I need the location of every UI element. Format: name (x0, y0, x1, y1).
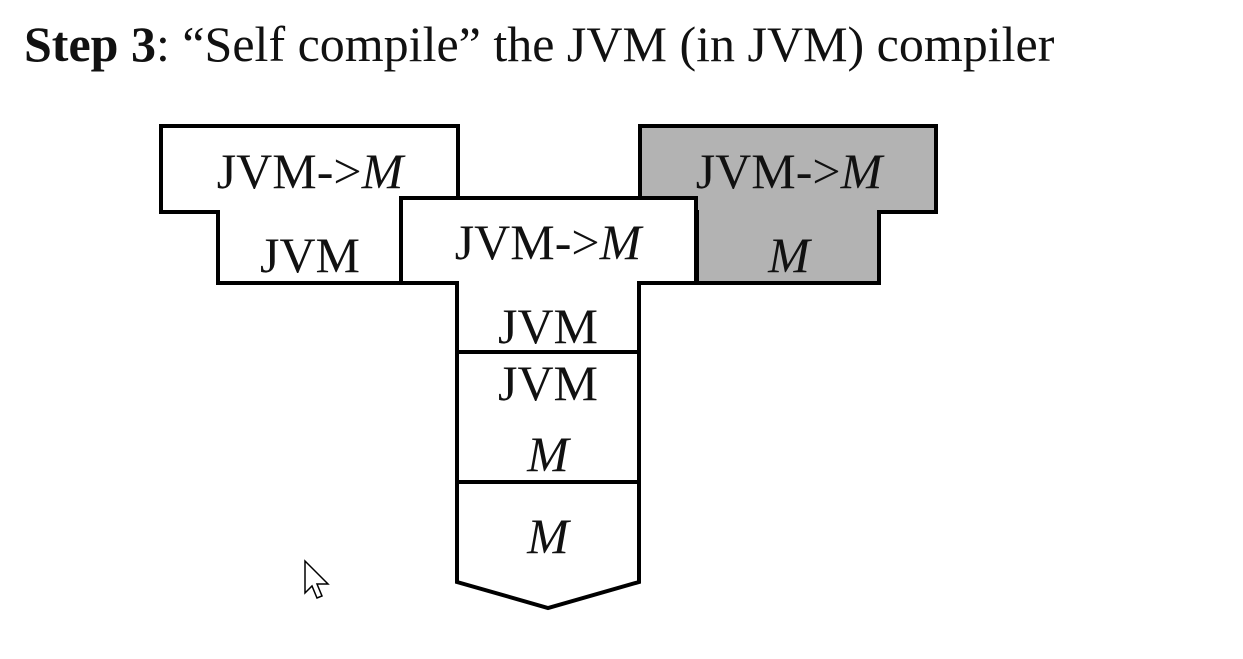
output-compiler-from: JVM (696, 143, 796, 199)
output-compiler-signature: JVM->M (696, 143, 885, 199)
mouse-cursor-icon (304, 559, 330, 599)
title-rest: : “Self compile” the JVM (in JVM) compil… (155, 16, 1055, 72)
output-compiler: JVM->M M (638, 124, 938, 285)
source-compiler-arrow: -> (317, 143, 362, 199)
slide-title: Step 3: “Self compile” the JVM (in JVM) … (24, 14, 1054, 74)
output-compiler-arrow: -> (796, 143, 841, 199)
machine-label: M (526, 508, 571, 564)
center-compiler-from: JVM (455, 214, 555, 270)
center-compiler-arrow: -> (555, 214, 600, 270)
source-compiler-impl: JVM (260, 227, 360, 283)
output-compiler-impl: M (767, 227, 812, 283)
source-compiler-from: JVM (217, 143, 317, 199)
source-compiler-to: M (361, 143, 406, 199)
title-step: Step 3 (24, 16, 156, 72)
output-compiler-to: M (840, 143, 885, 199)
center-compiler-signature: JVM->M (455, 214, 644, 270)
interpreter-runs-label: JVM (498, 355, 598, 411)
machine-block: M (455, 480, 641, 611)
center-compiler-to: M (599, 214, 644, 270)
interpreter-block: JVM M (455, 350, 641, 484)
center-compiler: JVM->M JVM (399, 196, 698, 354)
source-compiler: JVM->M JVM (159, 124, 460, 285)
source-compiler-signature: JVM->M (217, 143, 406, 199)
interpreter-impl-label: M (526, 426, 571, 482)
center-compiler-impl: JVM (498, 298, 598, 354)
